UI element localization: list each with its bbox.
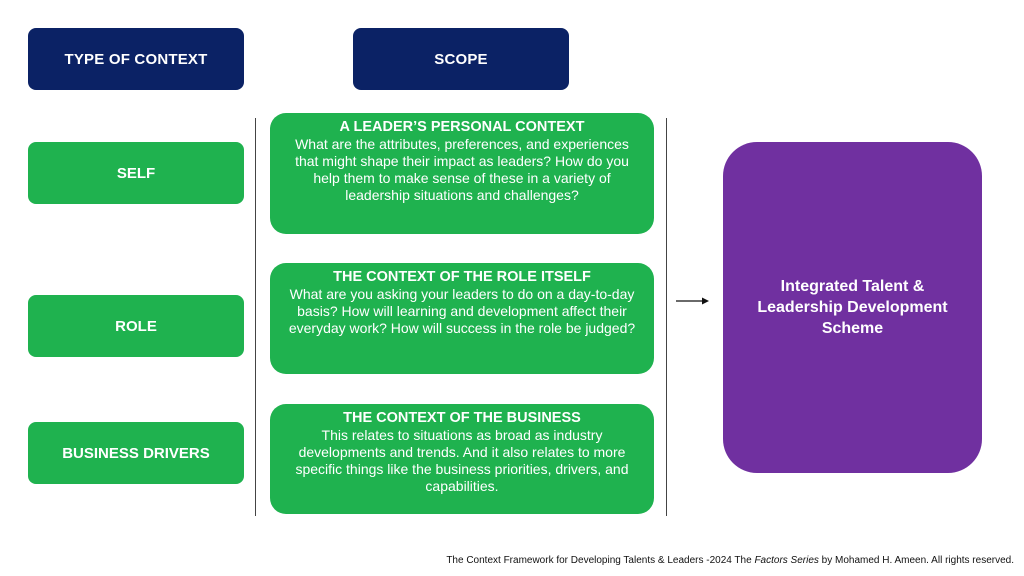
left-divider-line: [255, 118, 256, 516]
context-label-role-text: ROLE: [115, 317, 157, 335]
result-box: Integrated Talent & Leadership Developme…: [723, 142, 982, 473]
scope-title-role: THE CONTEXT OF THE ROLE ITSELF: [333, 269, 591, 285]
header-type-of-context: TYPE OF CONTEXT: [28, 28, 244, 90]
result-text: Integrated Talent & Leadership Developme…: [757, 278, 948, 337]
scope-box-business: THE CONTEXT OF THE BUSINESS This relates…: [270, 404, 654, 514]
scope-text-role: What are you asking your leaders to do o…: [288, 286, 636, 336]
context-label-self-text: SELF: [116, 164, 156, 182]
header-type-of-context-label: TYPE OF CONTEXT: [64, 50, 208, 68]
scope-text-business: This relates to situations as broad as i…: [295, 427, 629, 494]
footer-text-after: by Mohamed H. Ameen. All rights reserved…: [818, 555, 1014, 566]
context-label-self: SELF: [28, 142, 244, 204]
context-label-business-drivers: BUSINESS DRIVERS: [28, 422, 244, 484]
scope-box-self: A LEADER’S PERSONAL CONTEXT What are the…: [270, 113, 654, 234]
scope-text-self: What are the attributes, preferences, an…: [295, 136, 629, 203]
scope-title-business: THE CONTEXT OF THE BUSINESS: [343, 410, 581, 426]
header-scope: SCOPE: [353, 28, 569, 90]
context-label-role: ROLE: [28, 295, 244, 357]
context-label-business-drivers-text: BUSINESS DRIVERS: [62, 444, 210, 462]
right-divider-line: [666, 118, 667, 516]
footer-series-name: Factors Series: [754, 555, 819, 566]
footer-text-before: The Context Framework for Developing Tal…: [446, 555, 755, 566]
footer-copyright: The Context Framework for Developing Tal…: [446, 555, 1014, 566]
header-scope-label: SCOPE: [434, 50, 488, 68]
scope-title-self: A LEADER’S PERSONAL CONTEXT: [339, 119, 585, 135]
scope-box-role: THE CONTEXT OF THE ROLE ITSELF What are …: [270, 263, 654, 374]
right-arrow-icon: [676, 297, 709, 305]
